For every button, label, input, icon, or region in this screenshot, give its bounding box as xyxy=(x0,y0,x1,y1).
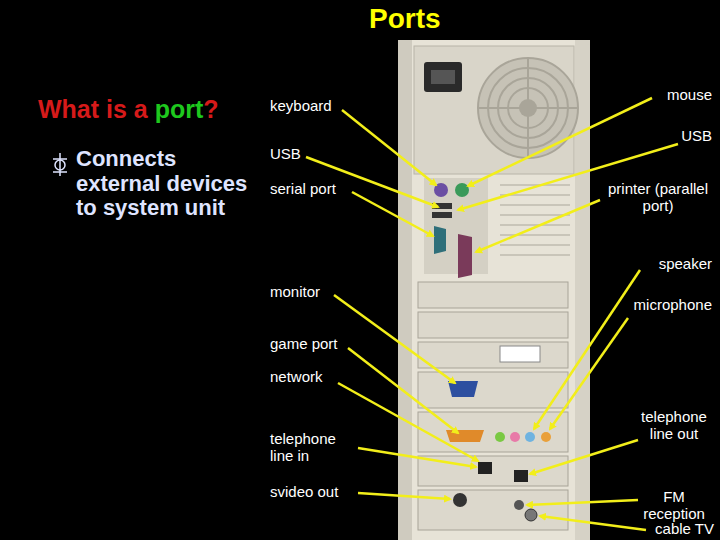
port-label: cable TV xyxy=(655,520,714,537)
leader-arrows xyxy=(306,98,678,530)
port-label: FM reception xyxy=(634,488,714,523)
port-label: USB xyxy=(270,145,301,162)
question-text: What is a xyxy=(38,94,148,124)
port-label: serial port xyxy=(270,180,336,197)
port-label: network xyxy=(270,368,323,385)
port-label: USB xyxy=(681,127,712,144)
port-label: svideo out xyxy=(270,483,338,500)
port-label: telephone line in xyxy=(270,430,358,465)
question-text: port xyxy=(155,94,204,124)
bullet-text: Connects external devices to system unit xyxy=(76,147,266,221)
slide-title: Ports xyxy=(369,4,441,35)
bullet-symbol xyxy=(53,153,67,176)
port-label: speaker xyxy=(659,255,712,272)
port-label: printer (parallel port) xyxy=(600,180,716,215)
port-label: monitor xyxy=(270,283,320,300)
port-label: keyboard xyxy=(270,97,332,114)
question-heading: What is aport? xyxy=(38,94,219,124)
question-text: ? xyxy=(203,94,218,124)
port-label: telephone line out xyxy=(634,408,714,443)
port-label: game port xyxy=(270,335,338,352)
port-label: mouse xyxy=(667,86,712,103)
port-label: microphone xyxy=(634,296,712,313)
